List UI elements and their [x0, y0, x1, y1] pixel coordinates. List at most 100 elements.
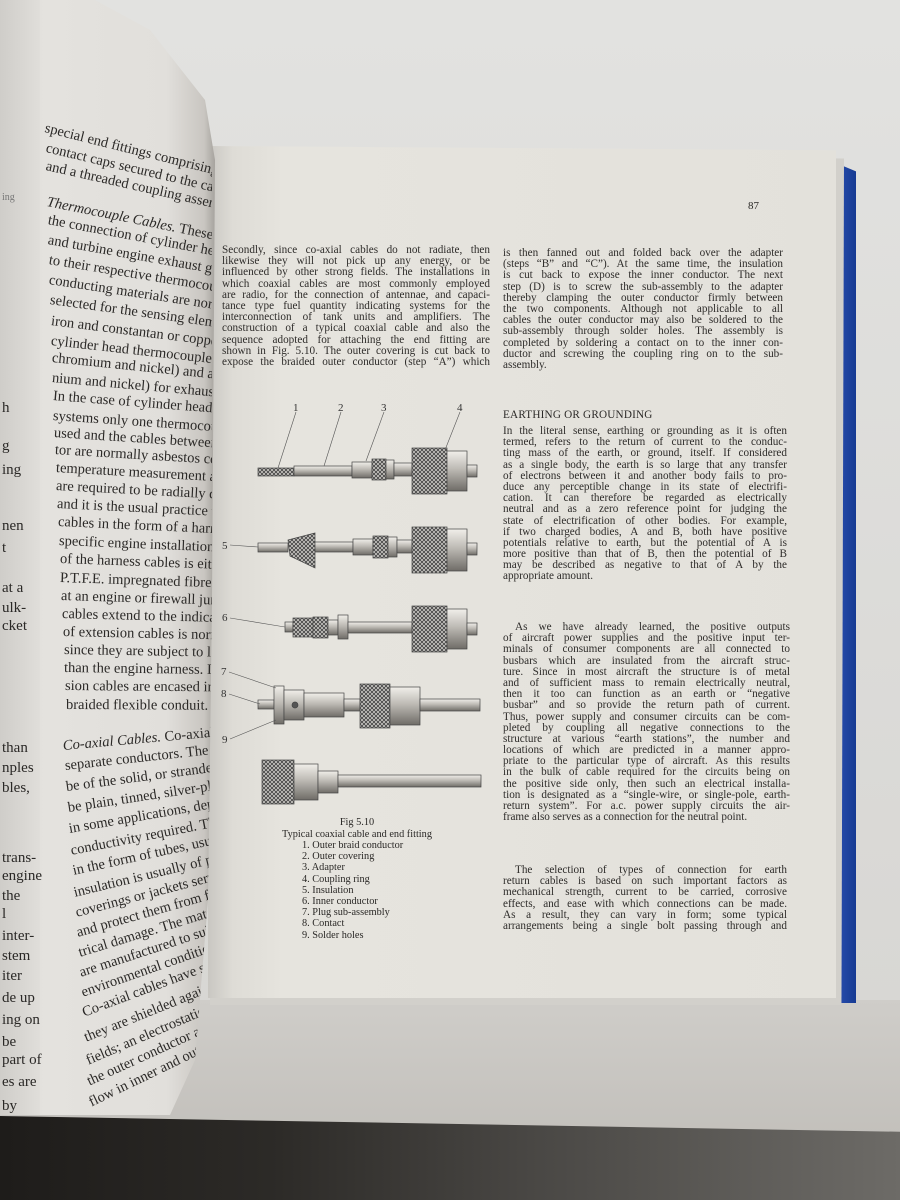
legend-item: 4. Coupling ring: [302, 873, 370, 885]
column-right-para-3: As we have already learned, the positive…: [503, 621, 790, 824]
text-line: As we have already learned, the positive…: [515, 621, 790, 633]
margin-fragment: nen: [2, 518, 24, 534]
line-text: Co-axial cables: [164, 721, 212, 746]
left-page-line: braided flexible conduit.: [66, 697, 208, 715]
line-text: braided flexible conduit.: [65, 697, 209, 714]
legend-item: 5. Insulation: [302, 884, 354, 896]
margin-fragment: at a: [2, 580, 24, 596]
text-line: which coaxial cables are most commonly e…: [222, 277, 490, 290]
text-line: cables the outer conductor may also be s…: [503, 314, 783, 327]
callout-4: 4: [457, 402, 463, 414]
text-line: are radio, for the connection of antenna…: [222, 288, 490, 301]
text-line: sequence adopted for attaching the end f…: [222, 333, 490, 346]
margin-fragment: part of: [2, 1052, 42, 1068]
margin-fragment: t: [2, 540, 7, 556]
text-line: as a single body, the earth is so large …: [503, 458, 787, 471]
text-line: state of electrification of other bodies…: [503, 514, 787, 527]
text-line: ductor and screwing the coupling ring on…: [503, 347, 783, 360]
connector-step-b: [257, 526, 478, 574]
text-line: of electrons between it and another body…: [503, 469, 787, 482]
left-page-line: sion cables are encased in silicone: [65, 678, 212, 697]
text-line: busbar” and so provide the return path o…: [503, 699, 790, 712]
figure-caption: Fig 5.10 Typical coaxial cable and end f…: [262, 817, 452, 941]
legend-item: 7. Plug sub-assembly: [302, 907, 390, 919]
margin-fragment: than: [2, 740, 28, 756]
text-line: As a result, they can vary in form; some…: [503, 908, 787, 921]
text-line: ting mass of the earth, or ground, itsel…: [503, 447, 787, 460]
text-line: likewise they will not pick up any energ…: [222, 255, 490, 268]
left-page-line: than the engine harness. In some: [64, 660, 212, 679]
figure-leader-lines: [228, 411, 461, 740]
margin-fragment: es are: [2, 1074, 37, 1090]
text-line: mechanical strength, current to be carri…: [503, 886, 787, 899]
text-line: In the literal sense, earthing or ground…: [503, 425, 787, 437]
margin-fragment: l: [2, 906, 7, 922]
text-line: may be described as negative to that of …: [503, 559, 787, 572]
text-line: priate to the particular type of aircraf…: [503, 755, 790, 768]
text-line: construction of a typical coaxial cable …: [222, 322, 490, 335]
callout-2: 2: [338, 402, 344, 414]
text-line: pleted by coupling all negative connecti…: [503, 721, 790, 734]
legend-item: 8. Contact: [302, 918, 345, 930]
text-line: is cut back to expose the inner conducto…: [503, 269, 783, 282]
text-line: The selection of types of connection for…: [515, 864, 787, 876]
column-right-para-4: The selection of types of connection for…: [503, 864, 787, 932]
text-line: termed, refers to the return of current …: [503, 436, 787, 449]
margin-fragment: iter: [2, 968, 22, 984]
section-heading: EARTHING OR GROUNDING: [503, 409, 653, 421]
legend-item: 9. Solder holes: [302, 929, 364, 941]
margin-fragment: nples: [2, 760, 34, 776]
text-line: potentials relative to earth, but the po…: [503, 536, 787, 549]
figure-callouts: 1 2 3 4 5 6 7 8 9: [221, 402, 463, 746]
column-right-para-1: is then fanned out and folded back over …: [503, 246, 783, 371]
margin-fragment: cket: [2, 618, 27, 634]
text-line: appropriate amount.: [503, 570, 594, 583]
text-line: the two components. Although not applica…: [503, 302, 783, 315]
callout-9: 9: [222, 734, 228, 746]
connector-step-c: [284, 605, 478, 653]
text-line: neutral and as a zero reference point fo…: [503, 503, 787, 516]
margin-fragment: the: [2, 888, 21, 904]
text-line: is then fanned out and folded back over …: [503, 247, 783, 259]
callout-7: 7: [221, 666, 227, 678]
line-text: sion cables are encased in silicone: [65, 678, 212, 696]
text-line: ture. Since in most aircraft the structu…: [503, 665, 790, 678]
text-line: cation. It can therefore be regarded as …: [503, 492, 787, 505]
left-page-line: since they are subject to lower: [63, 642, 212, 662]
text-line: tance type fuel quantity indicating syst…: [222, 299, 490, 312]
text-line: interconnection of tank units and amplif…: [222, 311, 490, 324]
callout-3: 3: [381, 402, 387, 414]
margin-fragment: trans-: [2, 850, 37, 866]
text-line: shown in Fig. 5.10. The outer covering i…: [222, 344, 490, 357]
text-line: duce any perceptible change in its state…: [503, 480, 787, 493]
text-line: structure at various “earth stations”, t…: [503, 732, 790, 745]
text-line: locations of which are predicted in a ma…: [503, 744, 790, 757]
text-line: Thus, power supply and consumer circuits…: [503, 710, 790, 723]
margin-fragment: h: [2, 400, 10, 416]
text-line: Secondly, since co-axial cables do not r…: [222, 244, 490, 256]
line-text: since they are subject to lower: [63, 642, 212, 661]
text-line: the positive side only, then such an ele…: [503, 777, 790, 790]
margin-fragment: ulk-: [2, 600, 27, 616]
text-line: of aircraft power supplies and the posit…: [503, 632, 790, 645]
line-text: of extension cables is normally of: [62, 624, 212, 644]
text-line: frame also serves as a connection for th…: [503, 811, 748, 824]
callout-6: 6: [222, 612, 228, 624]
legend-item: 3. Adapter: [302, 862, 345, 874]
callout-1: 1: [293, 402, 299, 414]
text-line: return cables is based on such important…: [503, 875, 787, 888]
text-line: tion is designated as a “single-wire, or…: [503, 788, 790, 801]
margin-fragment: inter-: [2, 928, 35, 944]
margin-fragment: de up: [2, 990, 35, 1006]
margin-fragment: be: [2, 1034, 17, 1050]
margin-fragment: by: [2, 1098, 17, 1114]
figure-caption-text: Typical coaxial cable and end fitting: [282, 828, 432, 840]
text-line: assembly.: [503, 358, 547, 371]
text-line: (steps “B” and “C”). At the same time, t…: [503, 258, 783, 271]
connector-step-a: [257, 447, 478, 495]
text-line: effects, and ease with which connections…: [503, 897, 787, 910]
